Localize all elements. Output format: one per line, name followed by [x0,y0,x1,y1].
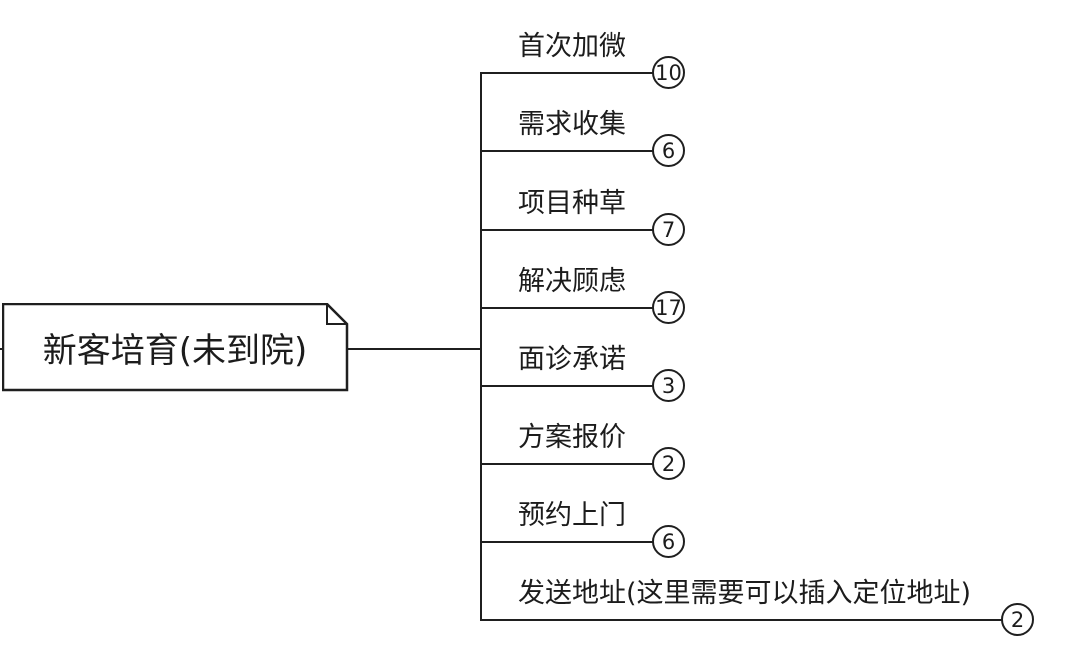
branch-topic[interactable]: 解决顾虑 [518,266,626,297]
branch-line [481,150,653,152]
branch-line [481,541,653,543]
spine-line [480,72,482,621]
count-badge[interactable]: 6 [652,134,685,167]
root-connector-line [347,348,481,350]
left-edge-stub-line [0,348,4,350]
count-badge[interactable]: 2 [652,447,685,480]
branch-line [481,72,653,74]
branch-topic[interactable]: 项目种草 [518,188,626,219]
count-badge[interactable]: 17 [652,291,685,324]
branch-line [481,229,653,231]
branch-topic[interactable]: 预约上门 [518,500,626,531]
count-badge[interactable]: 10 [652,56,685,89]
branch-topic[interactable]: 首次加微 [518,31,626,62]
branch-line [481,463,653,465]
branch-topic[interactable]: 需求收集 [518,109,626,140]
count-badge[interactable]: 7 [652,213,685,246]
branch-topic[interactable]: 方案报价 [518,422,626,453]
branch-line [481,307,653,309]
root-note-shape [2,303,349,392]
count-badge[interactable]: 2 [1001,603,1034,636]
branch-topic[interactable]: 发送地址(这里需要可以插入定位地址) [518,578,972,609]
note-outline [2,303,349,392]
branch-line [481,385,653,387]
root-topic[interactable]: 新客培育(未到院) [42,330,308,371]
count-badge[interactable]: 3 [652,369,685,402]
note-fold-corner-icon [326,304,347,325]
count-badge[interactable]: 6 [652,525,685,558]
branch-line [481,619,1002,621]
branch-topic[interactable]: 面诊承诺 [518,344,626,375]
